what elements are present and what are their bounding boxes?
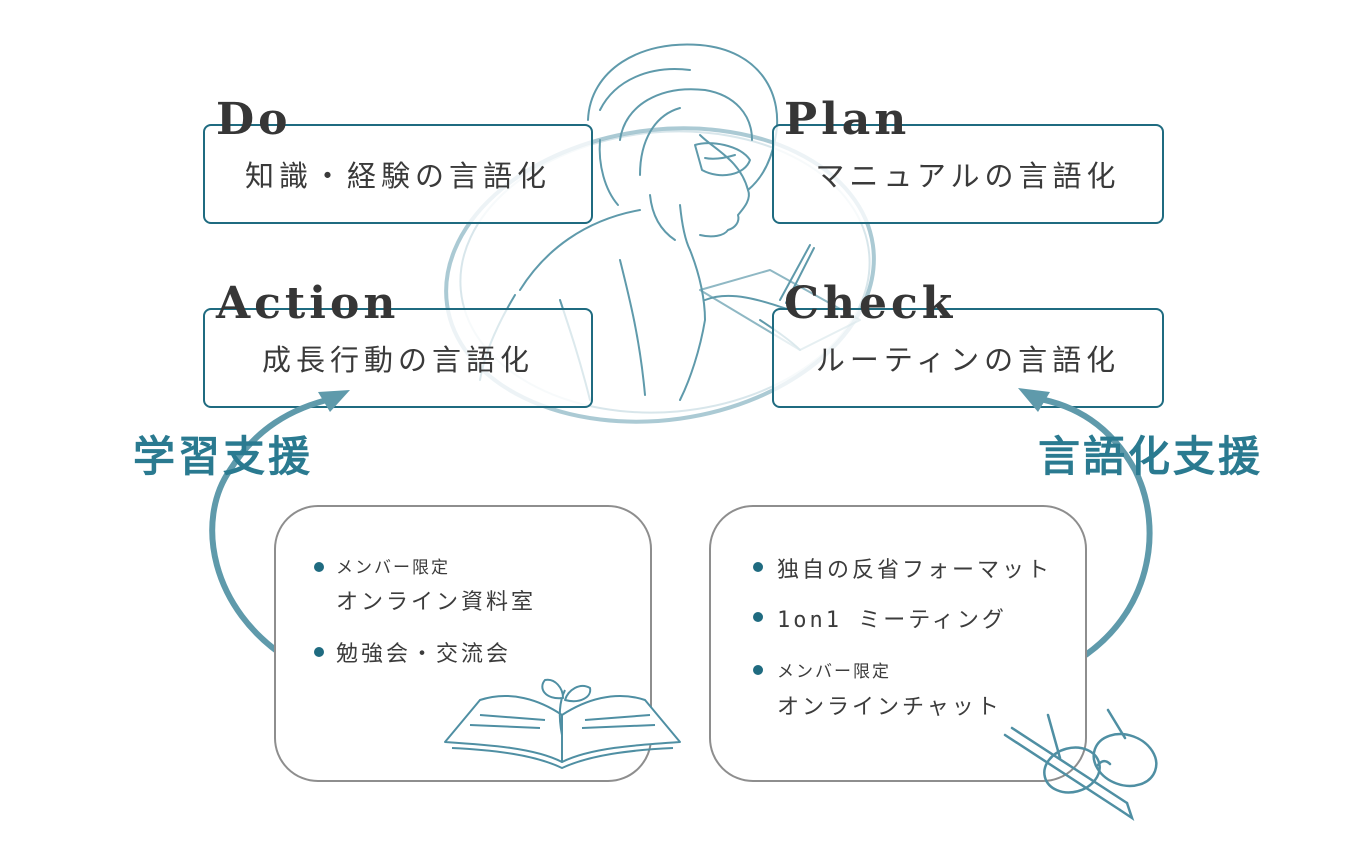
- curved-arrow-icon: [1032, 395, 1153, 663]
- verbalization-item-3-main: オンラインチャット: [777, 695, 1002, 720]
- learning-item-1-main: オンライン資料室: [336, 590, 537, 615]
- open-book-sprout-icon: [444, 678, 681, 769]
- glasses-pen-icon: [1003, 708, 1158, 822]
- bullet-icon: [314, 562, 324, 572]
- person-illustration: [479, 43, 861, 401]
- learning-item-2-main: 勉強会・交流会: [336, 642, 512, 667]
- do-tag: Do: [216, 94, 292, 145]
- arrow-head-icon: [1018, 388, 1050, 412]
- verbalization-item-2-main: 1on1 ミーティング: [777, 608, 1007, 633]
- learning-item-1-sub: メンバー限定: [336, 558, 450, 578]
- verbalization-item-3-sub: メンバー限定: [777, 662, 891, 682]
- bullet-icon: [753, 665, 763, 675]
- bullet-icon: [753, 612, 763, 622]
- plan-tag: Plan: [784, 94, 911, 145]
- action-tag: Action: [216, 278, 400, 329]
- learning-support-title: 学習支援: [133, 432, 314, 481]
- action-box: 成長行動の言語化: [203, 308, 593, 408]
- bullet-icon: [753, 562, 763, 572]
- do-text: 知識・経験の言語化: [244, 159, 551, 193]
- check-tag: Check: [784, 278, 957, 329]
- verbalization-item-1-main: 独自の反省フォーマット: [777, 558, 1053, 583]
- cycle-ellipse: [444, 126, 876, 424]
- action-text: 成長行動の言語化: [261, 343, 534, 377]
- curved-arrow-icon: [209, 395, 338, 663]
- verbalization-support-title: 言語化支援: [1038, 432, 1264, 481]
- bullet-icon: [314, 647, 324, 657]
- do-box: 知識・経験の言語化: [203, 124, 593, 224]
- plan-text: マニュアルの言語化: [815, 159, 1121, 193]
- arrow-head-icon: [318, 390, 350, 412]
- check-text: ルーティンの言語化: [815, 343, 1121, 377]
- check-box: ルーティンの言語化: [772, 308, 1164, 408]
- plan-box: マニュアルの言語化: [772, 124, 1164, 224]
